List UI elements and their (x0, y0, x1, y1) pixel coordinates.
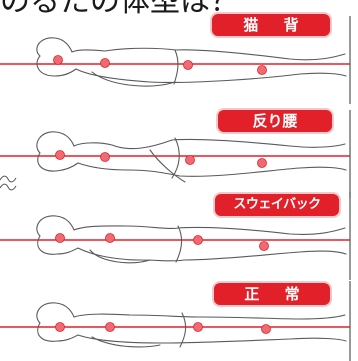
lying-body-icon (0, 110, 351, 198)
tilde-wave-icon (0, 175, 17, 183)
posture-badge: 反り腰 (218, 110, 332, 132)
posture-panel-swayback-lordosis: 反り腰 (0, 108, 358, 198)
lying-body-icon (0, 16, 351, 104)
posture-badge: 正 常 (214, 283, 330, 305)
lying-body-icon (0, 281, 351, 361)
lying-body-icon (0, 192, 351, 280)
tilde-wave-icon (0, 183, 17, 191)
posture-panel-hunched: 猫 背 (0, 14, 358, 104)
posture-panel-normal: 正 常 (0, 271, 358, 361)
page-title: のるたの体型は？ (0, 0, 240, 18)
posture-badge: スウェイバック (215, 194, 339, 216)
posture-badge: 猫 背 (212, 14, 330, 36)
posture-panel-swayback: スウェイバック (0, 183, 358, 280)
